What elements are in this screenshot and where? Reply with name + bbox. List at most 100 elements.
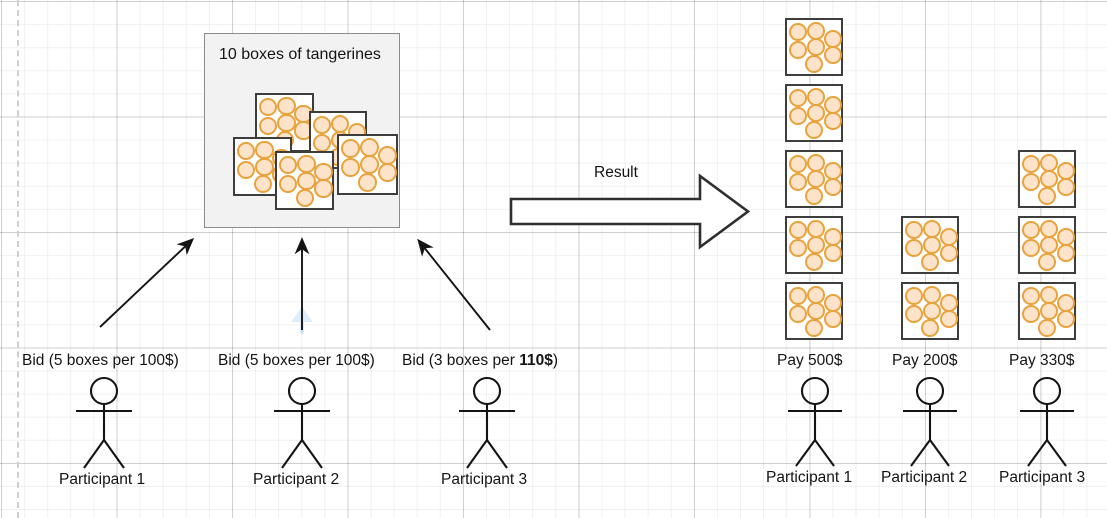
name-label-participant-2: Participant 2 <box>253 471 340 488</box>
bid-text-suffix: ) <box>552 352 558 369</box>
tangerine-box-winner-1-5[interactable] <box>785 18 843 76</box>
tangerine-icon <box>905 239 923 258</box>
tangerine-box-winner-2-1[interactable] <box>901 282 959 340</box>
result-arrow-label: Result <box>594 164 638 181</box>
stick-figure-winner-1[interactable] <box>788 376 842 467</box>
bid-text-amount: 110$ <box>519 352 553 369</box>
tangerine-icon <box>789 154 807 173</box>
name-label-winner-1: Participant 1 <box>766 469 853 486</box>
tangerine-icon <box>1056 293 1075 312</box>
bid-text-suffix: ) <box>369 352 375 369</box>
tangerine-icon <box>1022 220 1040 239</box>
tangerine-icon <box>1022 173 1040 192</box>
stick-figure-winner-2[interactable] <box>903 376 957 467</box>
tangerine-icon <box>939 243 958 262</box>
tangerine-icon <box>923 236 941 255</box>
tangerine-icon <box>789 239 807 258</box>
tangerine-box-winner-2-2[interactable] <box>901 216 959 274</box>
tangerine-box-winner-1-4[interactable] <box>785 84 843 142</box>
tangerine-box-winner-1-1[interactable] <box>785 282 843 340</box>
tangerine-icon <box>297 171 316 190</box>
tangerine-icon <box>341 138 361 158</box>
tangerine-icon <box>1022 239 1040 258</box>
name-label-winner-3: Participant 3 <box>999 469 1086 486</box>
tangerine-icon <box>279 155 298 174</box>
tangerine-icon <box>259 116 278 135</box>
ghost-arrow-indicator <box>291 306 313 334</box>
result-block-arrow[interactable] <box>509 173 751 250</box>
tangerine-icon <box>1040 236 1058 255</box>
pay-label-winner-2: Pay 200$ <box>892 352 958 369</box>
tangerine-box-winner-1-3[interactable] <box>785 150 843 208</box>
tangerine-icon <box>313 134 331 153</box>
tangerine-box-supply-5[interactable] <box>275 151 334 210</box>
tangerine-icon <box>823 177 842 196</box>
bid-text-amount: 100$ <box>335 352 370 369</box>
bid-text-amount: 100$ <box>139 352 174 369</box>
stick-figure-participant-1[interactable] <box>76 376 132 469</box>
stick-figure-participant-2[interactable] <box>274 376 330 469</box>
tangerine-icon <box>1038 187 1057 206</box>
bid-label-participant-2: Bid (5 boxes per 100$) <box>218 352 375 370</box>
tangerine-icon <box>1038 319 1057 338</box>
tangerine-icon <box>823 243 842 262</box>
tangerine-icon <box>377 146 397 165</box>
bid-arrow-participant-1[interactable] <box>99 238 195 328</box>
tangerine-box-supply-4[interactable] <box>337 134 398 195</box>
tangerine-box-winner-1-2[interactable] <box>785 216 843 274</box>
tangerine-icon <box>939 227 958 246</box>
tangerine-icon <box>360 138 379 158</box>
tangerine-icon <box>789 88 807 107</box>
stick-figure-winner-3[interactable] <box>1020 376 1074 467</box>
tangerine-icon <box>1022 286 1040 305</box>
name-label-participant-3: Participant 3 <box>441 471 528 488</box>
tangerine-icon <box>905 305 923 324</box>
tangerine-icon <box>823 309 842 328</box>
tangerine-icon <box>905 220 923 239</box>
tangerine-icon <box>1040 170 1058 189</box>
tangerine-icon <box>921 319 940 338</box>
tangerine-icon <box>341 158 361 178</box>
tangerine-icon <box>1022 305 1040 324</box>
tangerine-box-winner-3-2[interactable] <box>1018 216 1076 274</box>
tangerine-icon <box>823 227 842 246</box>
tangerine-icon <box>1022 154 1040 173</box>
bid-text-prefix: Bid (5 boxes per <box>218 352 336 369</box>
tangerine-icon <box>823 111 842 130</box>
tangerine-icon <box>1056 309 1075 328</box>
tangerine-icon <box>823 45 842 64</box>
tangerine-box-winner-3-3[interactable] <box>1018 150 1076 208</box>
tangerine-icon <box>1056 177 1075 196</box>
tangerine-icon <box>807 170 825 189</box>
tangerine-icon <box>1040 302 1058 321</box>
stick-figure-participant-3[interactable] <box>459 376 515 469</box>
tangerine-icon <box>789 107 807 126</box>
tangerine-icon <box>807 104 825 123</box>
tangerine-icon <box>789 22 807 41</box>
tangerine-icon <box>1056 161 1075 180</box>
supply-panel[interactable]: 10 boxes of tangerines <box>204 33 400 228</box>
bid-arrow-participant-3[interactable] <box>417 238 491 331</box>
tangerine-icon <box>823 161 842 180</box>
tangerine-icon <box>295 188 314 207</box>
tangerine-icon <box>807 302 825 321</box>
tangerine-icon <box>805 319 824 338</box>
tangerine-icon <box>807 38 825 57</box>
tangerine-icon <box>823 293 842 312</box>
tangerine-icon <box>789 41 807 60</box>
tangerine-icon <box>377 163 397 183</box>
tangerine-icon <box>805 55 824 74</box>
tangerine-icon <box>253 174 272 193</box>
tangerine-icon <box>923 302 941 321</box>
tangerine-icon <box>1038 253 1057 272</box>
tangerine-icon <box>789 286 807 305</box>
page-guide-line <box>17 0 19 518</box>
name-label-participant-1: Participant 1 <box>59 471 146 488</box>
bid-label-participant-3: Bid (3 boxes per 110$) <box>402 352 558 370</box>
tangerine-icon <box>297 155 316 174</box>
tangerine-box-winner-3-1[interactable] <box>1018 282 1076 340</box>
tangerine-icon <box>277 97 296 116</box>
supply-panel-title: 10 boxes of tangerines <box>219 46 381 63</box>
tangerine-icon <box>314 179 333 198</box>
bid-text-prefix: Bid (5 boxes per <box>22 352 140 369</box>
